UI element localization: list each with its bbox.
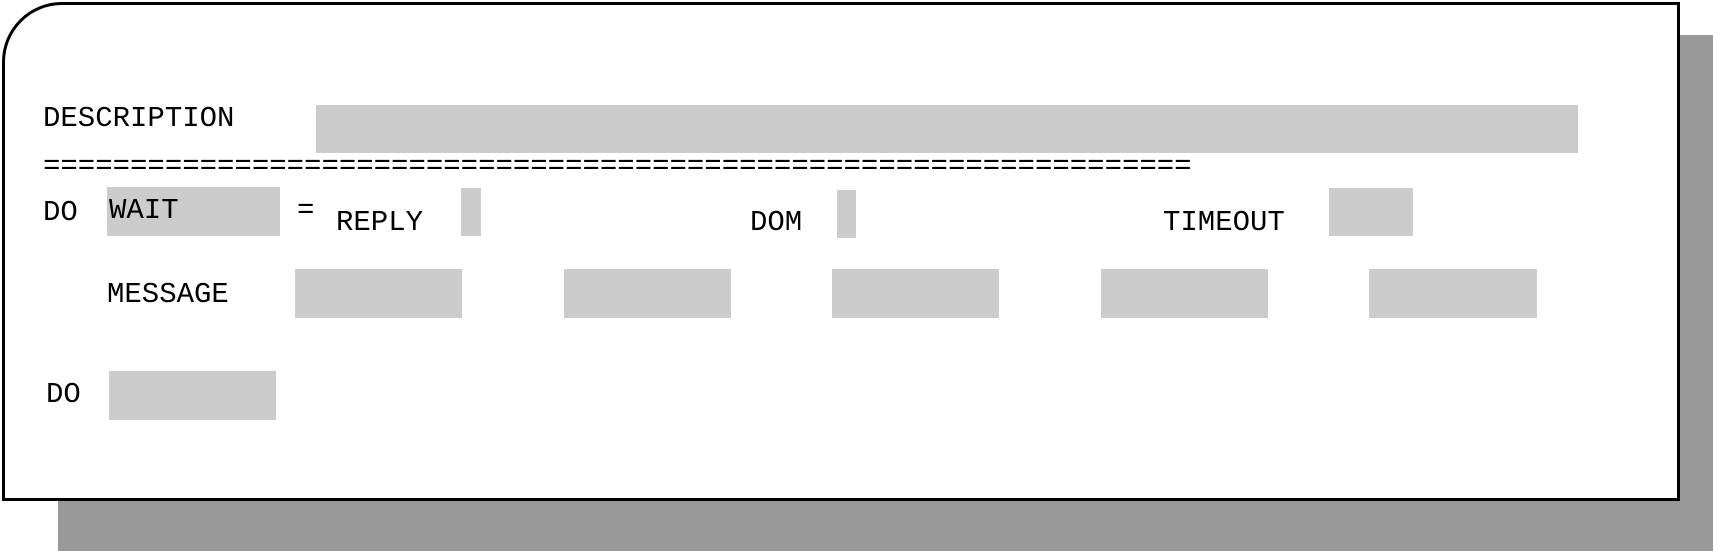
- message-input-5[interactable]: [1369, 269, 1537, 318]
- do-label: DO: [43, 196, 78, 229]
- dom-label: DOM: [750, 206, 803, 239]
- timeout-label: TIMEOUT: [1163, 206, 1285, 239]
- do-label-2: DO: [46, 378, 81, 411]
- description-input[interactable]: [316, 105, 1578, 153]
- do-command-input-2[interactable]: [109, 371, 276, 420]
- do-command-value: WAIT: [109, 194, 179, 227]
- description-label: DESCRIPTION: [43, 102, 235, 135]
- equals-sign: =: [297, 194, 315, 227]
- message-input-4[interactable]: [1101, 269, 1268, 318]
- message-input-3[interactable]: [832, 269, 999, 318]
- message-label: MESSAGE: [107, 278, 229, 311]
- dom-input[interactable]: [837, 190, 856, 238]
- separator-line: ========================================…: [43, 159, 1493, 175]
- reply-input[interactable]: [461, 188, 481, 236]
- do-command-input[interactable]: [107, 187, 280, 236]
- timeout-input[interactable]: [1329, 188, 1413, 236]
- message-input-2[interactable]: [564, 269, 731, 318]
- reply-label: REPLY: [336, 206, 424, 239]
- message-input-1[interactable]: [295, 269, 462, 318]
- form-panel: DESCRIPTION ============================…: [2, 2, 1680, 501]
